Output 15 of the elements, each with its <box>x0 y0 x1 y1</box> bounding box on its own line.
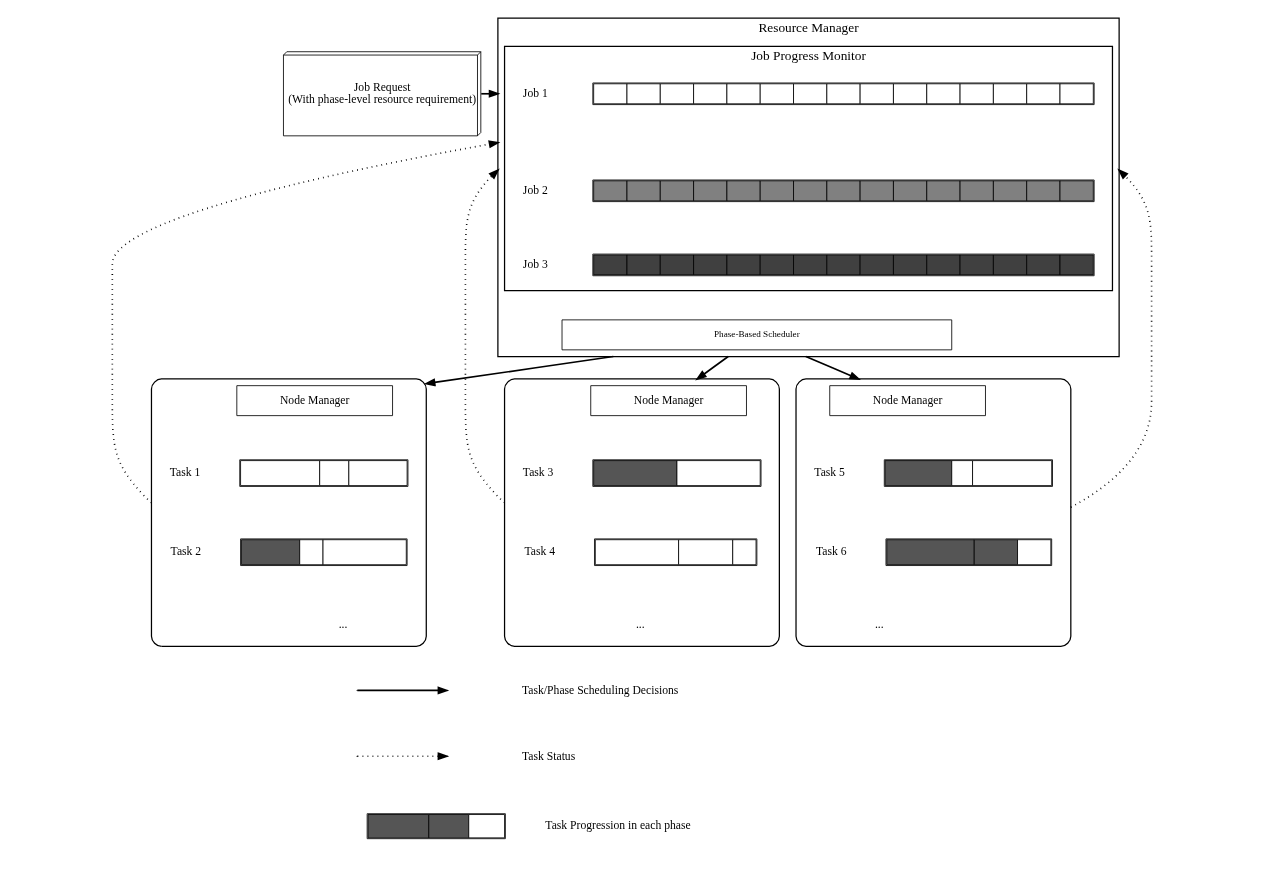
label: ... <box>338 617 348 631</box>
node-label: Task 4 <box>524 545 556 559</box>
legend-label: Task Status <box>522 749 576 763</box>
node-label: Task 3 <box>522 466 554 480</box>
node-label: Job 2 <box>522 183 548 197</box>
label: ... <box>874 617 884 631</box>
label: ... <box>635 617 645 631</box>
node-label: Job 1 <box>522 86 548 100</box>
node-label: Task 1 <box>169 466 201 480</box>
legend-label: Task Progression in each phase <box>545 819 691 833</box>
legend-label: Task/Phase Scheduling Decisions <box>522 683 679 697</box>
node-label: Task 2 <box>170 545 202 559</box>
node-label: Task 5 <box>814 466 845 480</box>
node-label: Task 6 <box>816 545 847 559</box>
node-label: Job 3 <box>522 257 548 271</box>
